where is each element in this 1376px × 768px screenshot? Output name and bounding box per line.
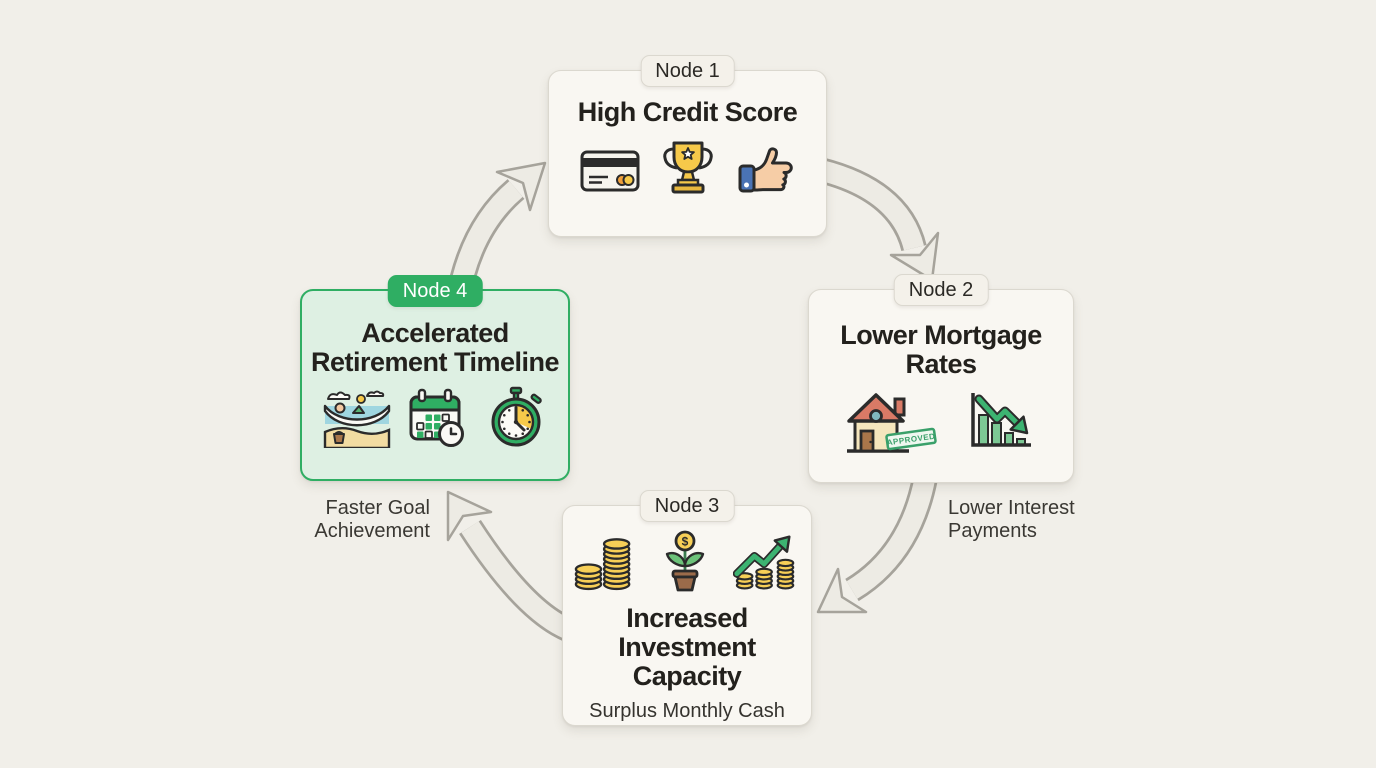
node-4-card: Node 4 Accelerated Retirement Timeline [300,275,570,481]
money-plant-icon: $ [665,530,705,592]
approved-stamp: APPROVED [885,427,937,451]
edge-label-lower-interest: Lower Interest Payments [948,497,1075,542]
node-3-icons: $ [573,530,801,592]
growth-arrow-coins-icon [733,535,795,590]
credit-card-icon [580,150,639,192]
house-approved-icon: APPROVED [847,393,937,453]
svg-text:$: $ [682,535,689,549]
coin-stacks-icon [574,538,631,591]
thumbs-up-icon [738,147,793,193]
node-2-icons: APPROVED [843,387,1039,457]
node-3-subtitle: Surplus Monthly Cash [589,699,785,722]
node-3-badge: Node 3 [639,490,735,522]
node-1-badge: Node 1 [640,55,735,87]
beach-hammock-icon [323,390,391,448]
node-2-title: Lower Mortgage Rates [840,320,1042,379]
edge-label-faster-goal: Faster Goal Achievement [314,497,430,542]
node-3-title: Increased Investment Capacity [618,603,756,691]
stopwatch-icon [491,386,542,447]
node-1-card: Node 1 High Credit Score [548,55,827,237]
arrow-node2-to-node3 [816,475,938,614]
node-4-icons [322,386,548,448]
rates-down-chart-icon [971,392,1031,447]
node-2-card: Node 2 Lower Mortgage Rates APPROVED [808,274,1074,483]
arrow-node3-to-node4 [446,490,576,643]
node-3-card: Node 3 $ [562,490,812,726]
node-1-icons [578,139,798,197]
node-1-title: High Credit Score [577,97,798,127]
trophy-icon [662,141,713,194]
node-2-badge: Node 2 [893,274,989,306]
node-4-title: Accelerated Retirement Timeline [310,318,560,377]
arrow-node1-to-node2 [816,157,940,282]
calendar-clock-icon [409,388,464,447]
node-4-badge: Node 4 [387,275,483,307]
